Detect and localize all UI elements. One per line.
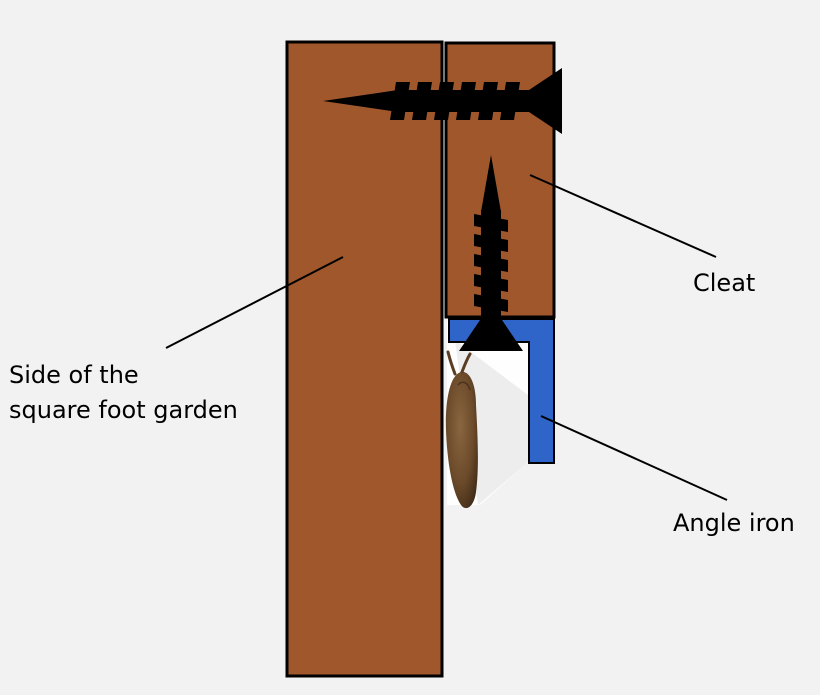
cleat-leader-line (529, 174, 717, 258)
angle-iron (448, 318, 555, 464)
side-label-line1: Side of the (9, 361, 139, 389)
slug-icon (445, 350, 478, 509)
screw-icon (323, 68, 562, 134)
angle-iron-label: Angle iron (673, 509, 795, 537)
garden-side-board (285, 40, 444, 678)
cleat-label: Cleat (693, 269, 755, 297)
side-label-line2: square foot garden (9, 396, 238, 424)
side-leader-line (165, 256, 344, 349)
angle-iron-leader-line (540, 415, 728, 501)
screw-icon (459, 155, 523, 351)
